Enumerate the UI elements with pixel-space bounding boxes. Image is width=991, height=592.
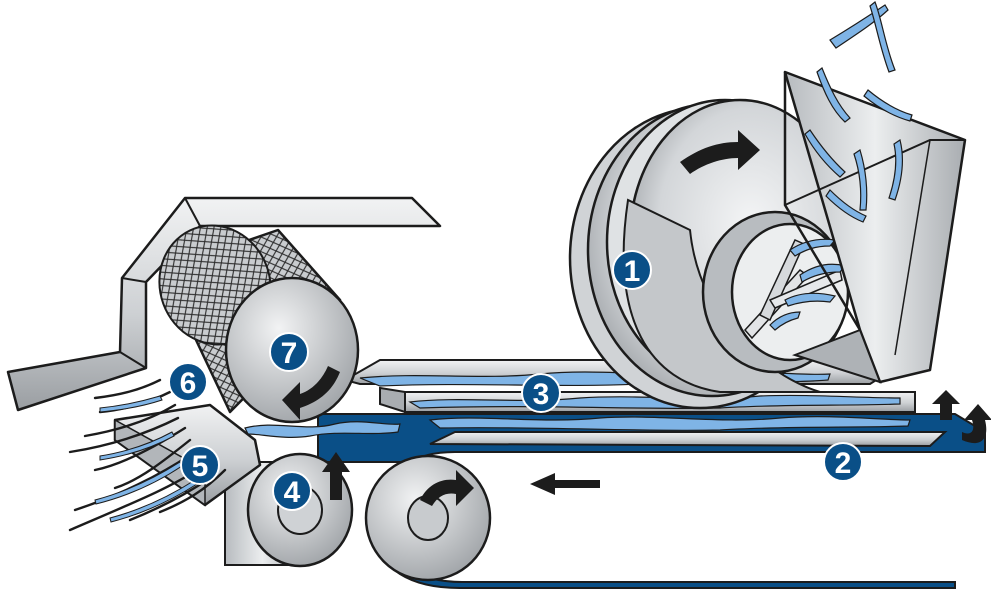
- callout-6-label: 6: [180, 367, 197, 400]
- callout-3: 3: [521, 373, 561, 413]
- callout-2: 2: [823, 442, 863, 482]
- callout-6: 6: [168, 362, 208, 402]
- roller-hood-frame: [6, 196, 442, 412]
- callout-1-label: 1: [624, 255, 641, 288]
- feed-chute: [783, 70, 967, 384]
- callout-5: 5: [180, 445, 220, 485]
- lower-tray: [429, 431, 948, 448]
- callout-4: 4: [272, 471, 312, 511]
- output-fibers-blue: [94, 395, 198, 523]
- curved-arrow-icon: [282, 130, 991, 506]
- callout-5-label: 5: [192, 450, 209, 483]
- callout-3-label: 3: [533, 378, 550, 411]
- callout-7: 7: [269, 332, 309, 372]
- conveyor-drive-roller: [364, 454, 492, 582]
- callout-1: 1: [612, 250, 652, 290]
- callout-2-label: 2: [835, 447, 852, 480]
- callout-7-label: 7: [281, 337, 298, 370]
- straight-arrow-icon: [530, 473, 600, 495]
- callout-4-label: 4: [284, 476, 301, 509]
- falling-fibers: [804, 1, 913, 223]
